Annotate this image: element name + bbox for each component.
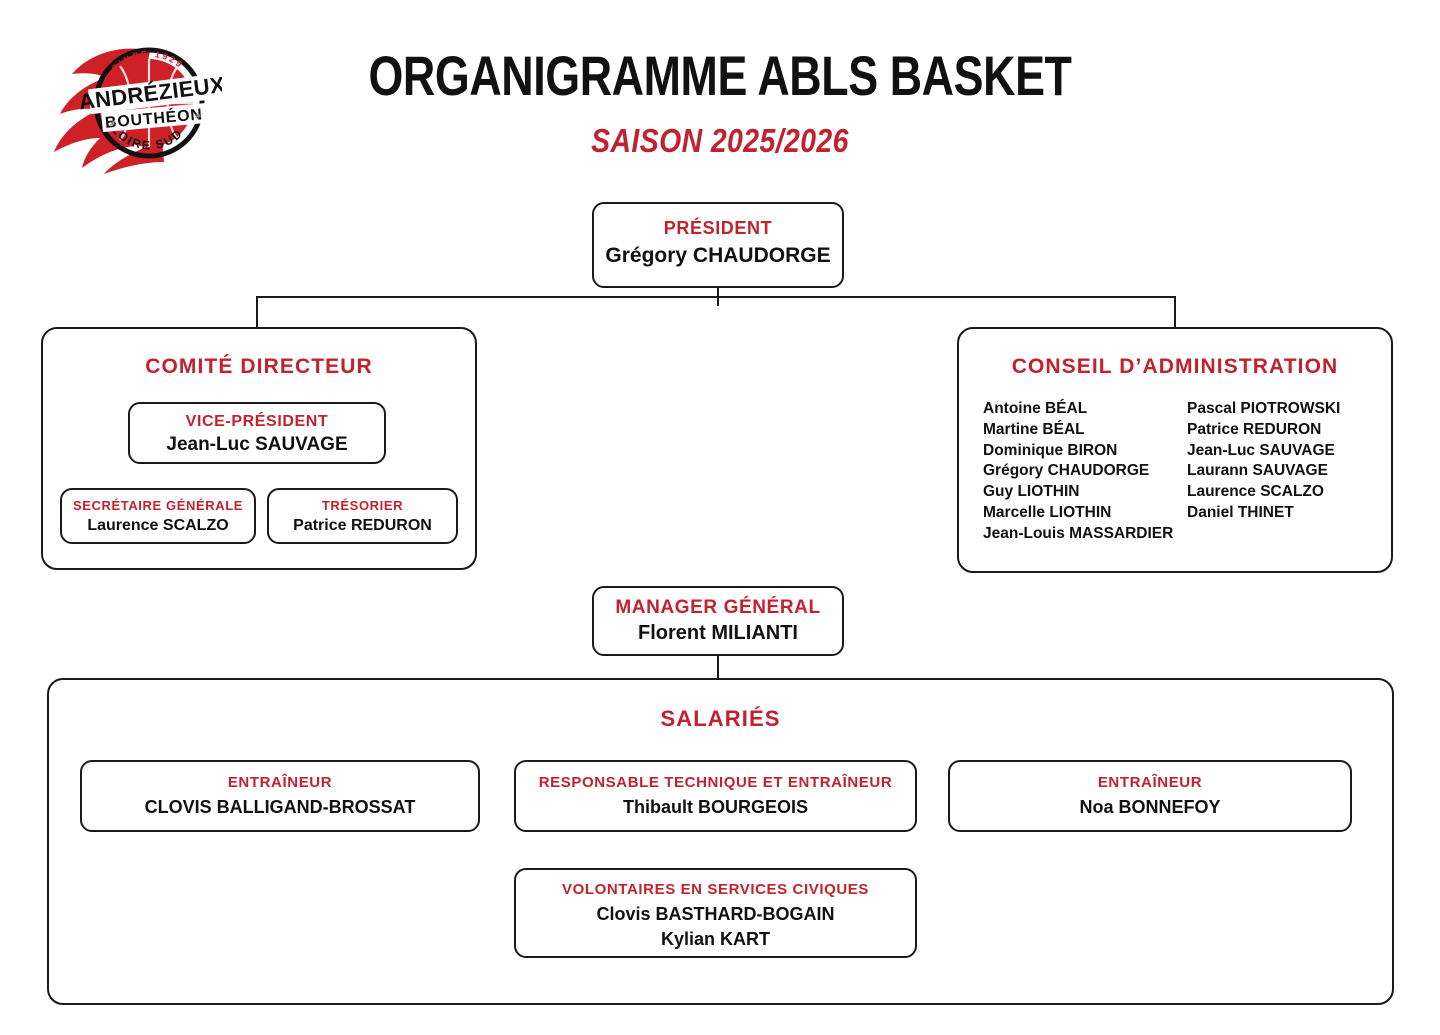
list-item: Daniel THINET [1187, 503, 1294, 521]
conseil-column-left: Antoine BÉAL Martine BÉAL Dominique BIRO… [983, 399, 1187, 545]
entraineur-1-role: ENTRAÎNEUR [227, 774, 333, 791]
secretaire-generale-name: Laurence SCALZO [87, 517, 229, 534]
list-item: Martine BÉAL [983, 420, 1085, 438]
president-name: Grégory CHAUDORGE [605, 244, 831, 267]
abls-basket-logo-icon: SINCE 1929 LOIRE SUD ANDRÉZIEUX BOUTHÉON… [54, 47, 222, 174]
responsable-technique-box[interactable]: RESPONSABLE TECHNIQUE ET ENTRAÎNEUR Thib… [514, 760, 917, 832]
connector-to-comite [256, 296, 258, 328]
conseil-administration-box[interactable]: CONSEIL D’ADMINISTRATION Antoine BÉAL Ma… [957, 327, 1393, 573]
volontaires-role: VOLONTAIRES EN SERVICES CIVIQUES [561, 881, 870, 898]
vice-president-name: Jean-Luc SAUVAGE [166, 434, 348, 455]
conseil-administration-title: CONSEIL D’ADMINISTRATION [1011, 355, 1339, 378]
secretaire-generale-box[interactable]: SECRÉTAIRE GÉNÉRALE Laurence SCALZO [60, 488, 256, 544]
list-item: Antoine BÉAL [983, 400, 1088, 417]
salaries-title: SALARIÉS [660, 706, 781, 731]
volontaires-name-1: Clovis BASTHARD-BOGAIN [596, 904, 835, 924]
manager-general-box[interactable]: MANAGER GÉNÉRAL Florent MILIANTI [592, 586, 844, 656]
list-item: Guy LIOTHIN [983, 483, 1080, 501]
entraineur-1-box[interactable]: ENTRAÎNEUR CLOVIS BALLIGAND-BROSSAT [80, 760, 480, 832]
president-box[interactable]: PRÉSIDENT Grégory CHAUDORGE [592, 202, 844, 288]
page-title: ORGANIGRAMME ABLS BASKET [368, 44, 1072, 107]
volontaires-services-civiques-box[interactable]: VOLONTAIRES EN SERVICES CIVIQUES Clovis … [514, 868, 917, 958]
list-item: Patrice REDURON [1187, 420, 1322, 438]
svg-text:✶: ✶ [193, 110, 203, 123]
conseil-members-columns: Antoine BÉAL Martine BÉAL Dominique BIRO… [959, 399, 1391, 545]
connector-horizontal-top [256, 296, 1176, 298]
connector-manager-to-salaries [717, 656, 719, 680]
comite-directeur-title: COMITÉ DIRECTEUR [145, 355, 373, 378]
manager-general-name: Florent MILIANTI [638, 622, 798, 644]
connector-to-conseil [1174, 296, 1176, 328]
tresorier-name: Patrice REDURON [293, 517, 432, 534]
president-role: PRÉSIDENT [663, 218, 773, 238]
list-item: Grégory CHAUDORGE [983, 462, 1150, 480]
volontaires-name-2: Kylian KART [660, 929, 770, 949]
list-item: Laurence SCALZO [1187, 483, 1324, 501]
list-item: Jean-Luc SAUVAGE [1187, 441, 1335, 459]
conseil-column-right: Pascal PIOTROWSKI Patrice REDURON Jean-L… [1187, 399, 1391, 545]
page-subtitle: SAISON 2025/2026 [591, 122, 849, 159]
list-item: Laurann SAUVAGE [1187, 462, 1328, 480]
responsable-technique-role: RESPONSABLE TECHNIQUE ET ENTRAÎNEUR [538, 774, 893, 791]
list-item: Pascal PIOTROWSKI [1187, 400, 1341, 417]
svg-text:✶: ✶ [108, 118, 118, 131]
secretaire-generale-role: SECRÉTAIRE GÉNÉRALE [72, 498, 244, 513]
entraineur-2-name: Noa BONNEFOY [1079, 797, 1221, 817]
list-item: Dominique BIRON [983, 441, 1118, 459]
vice-president-box[interactable]: VICE-PRÉSIDENT Jean-Luc SAUVAGE [128, 402, 386, 464]
entraineur-2-role: ENTRAÎNEUR [1097, 774, 1203, 791]
tresorier-box[interactable]: TRÉSORIER Patrice REDURON [267, 488, 458, 544]
manager-general-role: MANAGER GÉNÉRAL [615, 597, 821, 618]
tresorier-role: TRÉSORIER [321, 498, 404, 513]
entraineur-1-name: CLOVIS BALLIGAND-BROSSAT [144, 797, 416, 817]
vice-president-role: VICE-PRÉSIDENT [185, 413, 329, 430]
responsable-technique-name: Thibault BOURGEOIS [622, 797, 808, 817]
list-item: Marcelle LIOTHIN [983, 503, 1112, 521]
club-logo: SINCE 1929 LOIRE SUD ANDRÉZIEUX BOUTHÉON… [42, 28, 222, 178]
entraineur-2-box[interactable]: ENTRAÎNEUR Noa BONNEFOY [948, 760, 1352, 832]
list-item: Jean-Louis MASSARDIER [983, 524, 1174, 542]
